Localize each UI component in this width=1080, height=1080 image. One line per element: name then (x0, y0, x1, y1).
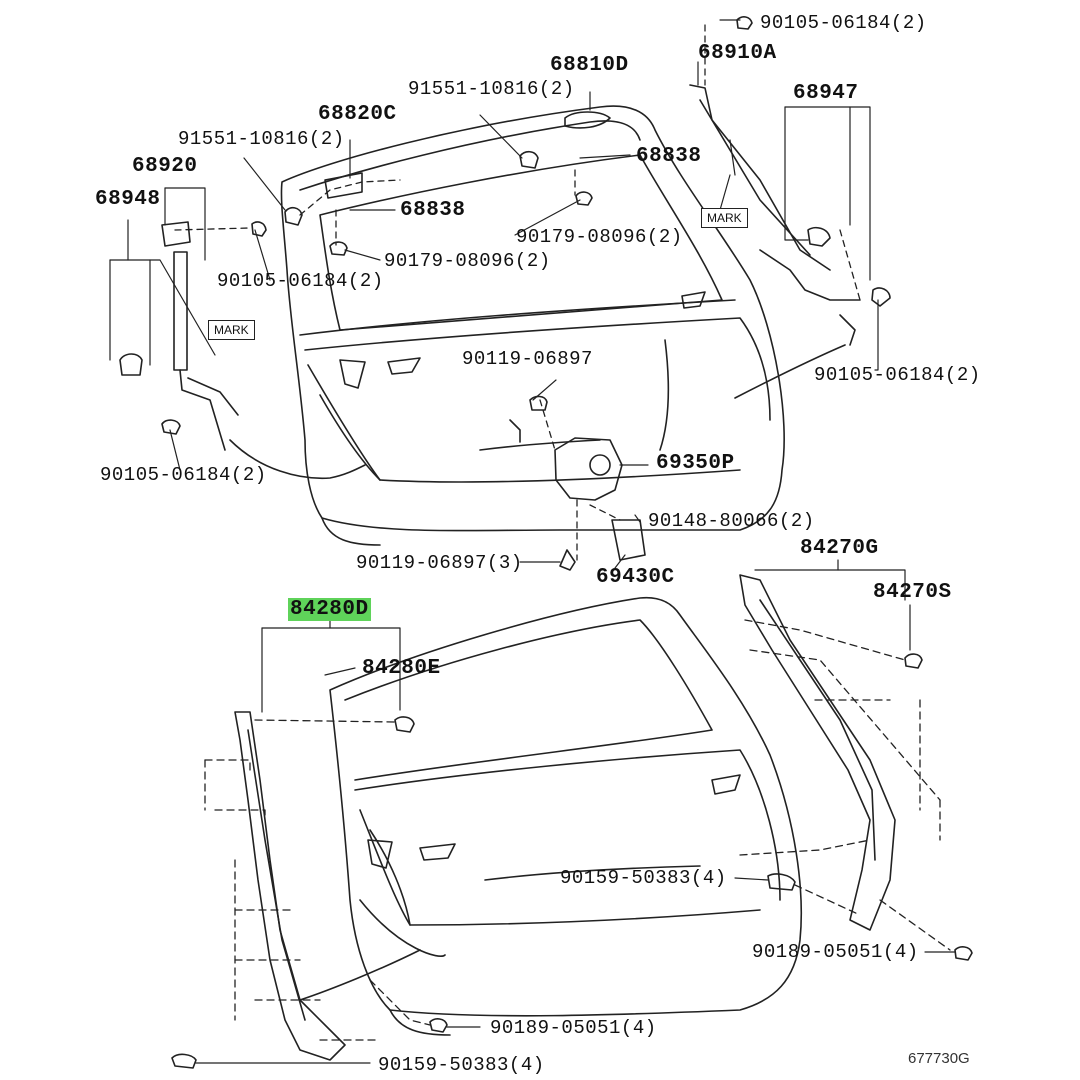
lock-assembly (509, 395, 646, 571)
callout-84280d-highlighted: 84280D (288, 598, 371, 621)
callout-90105-06184-left: 90105-06184(2) (217, 270, 384, 292)
callout-68947: 68947 (793, 82, 859, 105)
callout-90105-06184-right: 90105-06184(2) (814, 364, 981, 386)
back-door-outer-upper (280, 105, 785, 546)
cable-upper (229, 439, 366, 480)
mark-tag-left: MARK (208, 320, 255, 340)
callout-90159-50383-right: 90159-50383(4) (560, 867, 727, 889)
callout-68838-right: 68838 (636, 145, 702, 168)
fasteners-lower (171, 653, 973, 1069)
callout-90179-08096-right: 90179-08096(2) (516, 226, 683, 248)
weatherstrip-left-lower (234, 711, 346, 1061)
right-strut-upper (689, 84, 891, 346)
callout-69350p: 69350P (656, 452, 735, 475)
callout-69430c: 69430C (596, 566, 675, 589)
callout-68948: 68948 (95, 188, 161, 211)
callout-84270g: 84270G (800, 537, 879, 560)
callout-68838-left: 68838 (400, 199, 466, 222)
callout-90148-80066: 90148-80066(2) (648, 510, 815, 532)
dashed-leaders-lower (204, 619, 951, 1041)
left-strut-upper (119, 221, 239, 451)
callout-84280e: 84280E (362, 657, 441, 680)
callout-68810d: 68810D (550, 54, 629, 77)
callout-90189-05051-left: 90189-05051(4) (490, 1017, 657, 1039)
callout-90119-06897: 90119-06897 (462, 348, 593, 370)
callout-84270s: 84270S (873, 581, 952, 604)
callout-90105-06184-lower-left: 90105-06184(2) (100, 464, 267, 486)
leaders-upper (109, 19, 879, 569)
leaders-lower (195, 559, 956, 1064)
callout-68820c: 68820C (318, 103, 397, 126)
callout-91551-10816-left: 91551-10816(2) (178, 128, 345, 150)
callout-90119-06897-3: 90119-06897(3) (356, 552, 523, 574)
back-door-outer-lower (299, 596, 803, 1036)
callout-90159-50383-left: 90159-50383(4) (378, 1054, 545, 1076)
callout-90105-06184: 90105-06184(2) (760, 12, 927, 34)
cable-upper-right (734, 344, 846, 399)
callout-68920: 68920 (132, 155, 198, 178)
figure-reference: 677730G (908, 1050, 970, 1067)
callout-90189-05051-right: 90189-05051(4) (752, 941, 919, 963)
weatherstrip-right-lower (739, 574, 896, 931)
callout-68910a: 68910A (698, 42, 777, 65)
mark-tag-right: MARK (701, 208, 748, 228)
callout-90179-08096-left: 90179-08096(2) (384, 250, 551, 272)
dashed-leaders-upper (174, 24, 861, 561)
callout-91551-10816-right: 91551-10816(2) (408, 78, 575, 100)
